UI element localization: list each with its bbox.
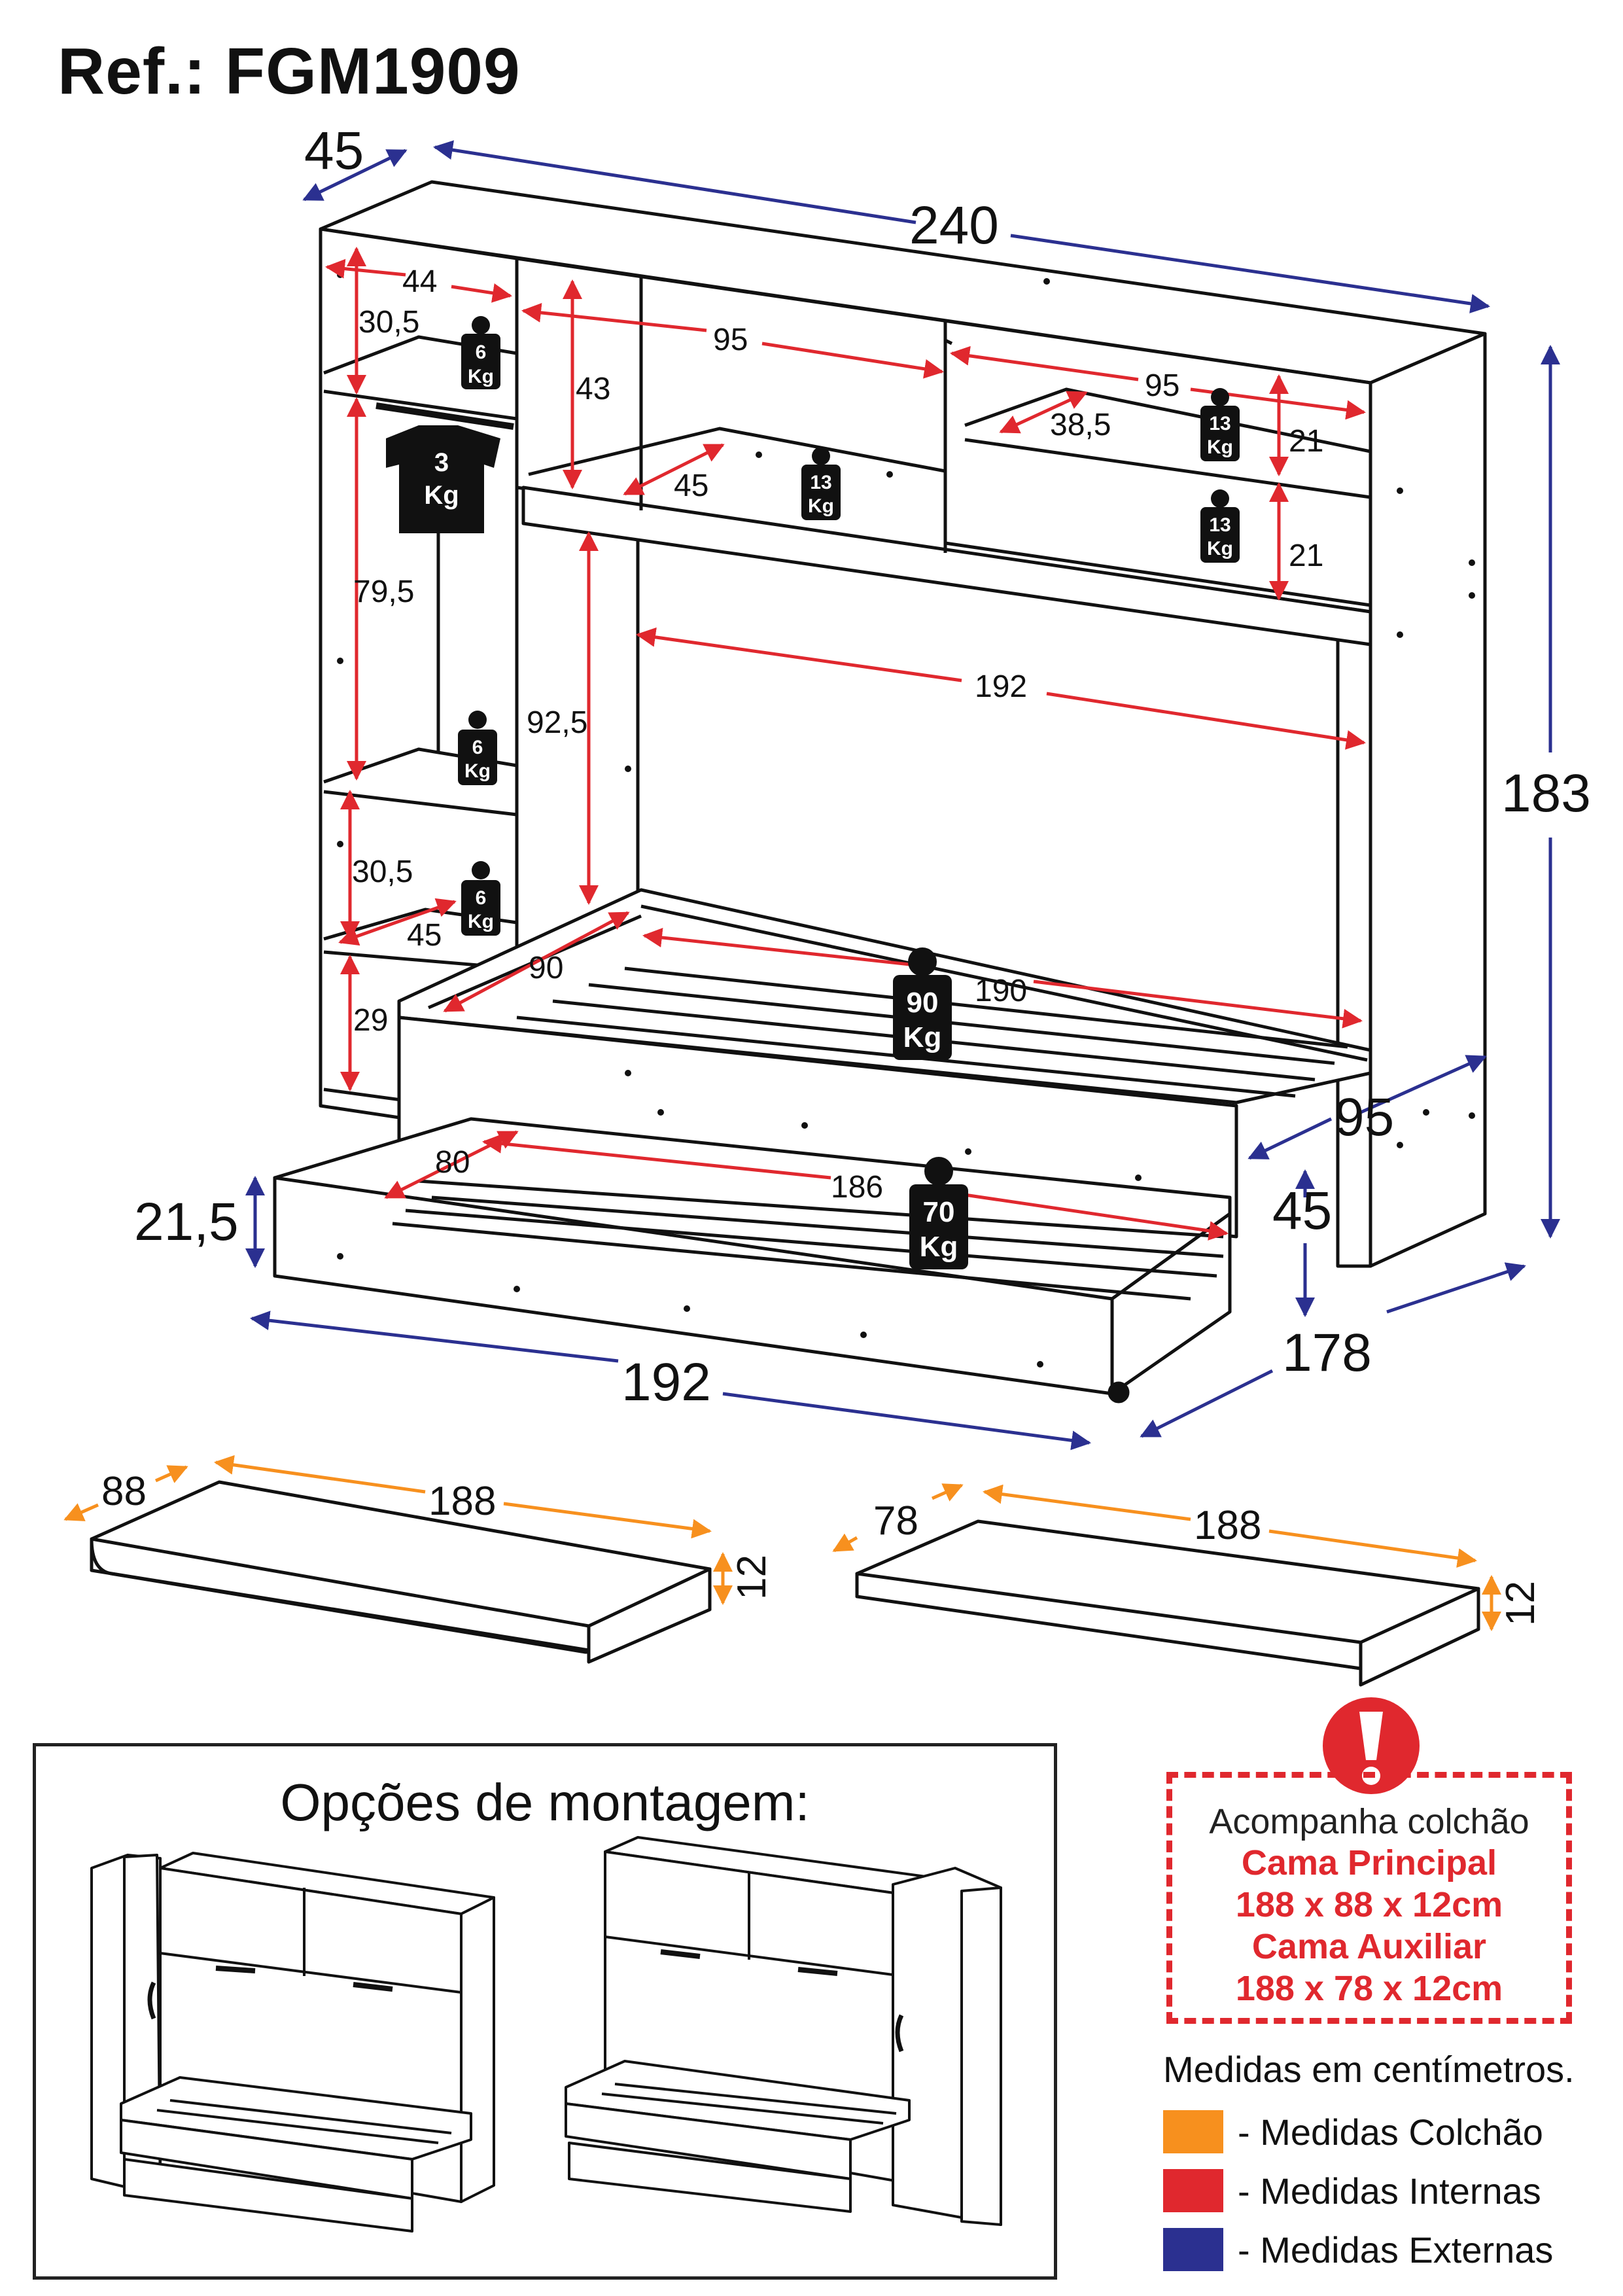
svg-text:Kg: Kg bbox=[468, 911, 494, 932]
legend-swatch-mattress bbox=[1163, 2110, 1223, 2153]
dimension-labels: 45 240 183 44 30,5 79,5 30,5 45 29 95 43… bbox=[134, 121, 1591, 1412]
dim-bed-aux-length: 186 bbox=[831, 1170, 883, 1205]
svg-text:Kg: Kg bbox=[1207, 436, 1233, 458]
dim-niche-right-depth: 38,5 bbox=[1050, 408, 1111, 442]
dim-niche-right-h1: 21 bbox=[1289, 424, 1323, 459]
notice-line-4: Cama Auxiliar bbox=[1251, 1927, 1487, 1966]
dim-closet-shelf-depth: 45 bbox=[407, 918, 442, 953]
notice-line-1: Acompanha colchão bbox=[1209, 1802, 1529, 1841]
warning-icon bbox=[1323, 1697, 1420, 1794]
dim-depth-top: 45 bbox=[304, 121, 364, 181]
dim-niche-right-h2: 21 bbox=[1289, 539, 1323, 573]
dim-bed-aux-width: 80 bbox=[435, 1145, 470, 1180]
dim-inner-opening-height: 92,5 bbox=[527, 705, 587, 740]
dim-closet-hanging: 79,5 bbox=[353, 574, 414, 609]
svg-text:Kg: Kg bbox=[903, 1021, 942, 1053]
legend-item-external: - Medidas Externas bbox=[1163, 2220, 1608, 2279]
legend-label-external: - Medidas Externas bbox=[1238, 2229, 1554, 2270]
weight-tag-top-left: 6Kg bbox=[461, 316, 500, 389]
mattress-notice: Acompanha colchão Cama Principal 188 x 8… bbox=[1166, 1772, 1572, 2024]
dim-mattress-aux-length: 188 bbox=[1194, 1503, 1261, 1548]
legend-item-mattress: - Medidas Colchão bbox=[1163, 2102, 1608, 2161]
dim-closet-shelf-mid: 30,5 bbox=[352, 855, 413, 889]
weight-tag-closet-low: 6Kg bbox=[461, 861, 500, 936]
notice-line-3: 188 x 88 x 12cm bbox=[1235, 1885, 1503, 1924]
legend-label-mattress: - Medidas Colchão bbox=[1238, 2111, 1543, 2153]
svg-text:Kg: Kg bbox=[464, 760, 491, 782]
mattress-main bbox=[90, 1480, 712, 1664]
dim-mattress-aux-width: 78 bbox=[873, 1498, 918, 1544]
dim-closet-shelf-top: 30,5 bbox=[358, 305, 419, 340]
svg-text:6: 6 bbox=[476, 342, 487, 363]
dim-width-total: 240 bbox=[909, 196, 999, 255]
dim-niche-left-width: 95 bbox=[713, 323, 748, 357]
svg-text:13: 13 bbox=[1209, 514, 1230, 536]
dim-bed-depth: 95 bbox=[1335, 1087, 1394, 1147]
svg-text:Kg: Kg bbox=[1207, 538, 1233, 559]
dim-mattress-main-width: 88 bbox=[101, 1469, 147, 1514]
assembly-options-title: Opções de montagem: bbox=[280, 1773, 810, 1831]
svg-text:70: 70 bbox=[923, 1196, 955, 1228]
svg-text:13: 13 bbox=[1209, 413, 1230, 434]
reference-title: Ref.: FGM1909 bbox=[58, 35, 521, 108]
dim-bed-height: 45 bbox=[1272, 1181, 1332, 1241]
dim-bed-main-width: 90 bbox=[529, 951, 563, 985]
dim-bed-main-length: 190 bbox=[975, 974, 1027, 1008]
dim-bed-aux-height: 21,5 bbox=[134, 1192, 239, 1252]
dim-mattress-main-length: 188 bbox=[428, 1479, 496, 1524]
dim-niche-right-width: 95 bbox=[1145, 368, 1179, 403]
legend-item-internal: - Medidas Internas bbox=[1163, 2161, 1608, 2220]
notice-line-5: 188 x 78 x 12cm bbox=[1235, 1969, 1503, 2008]
legend-title: Medidas em centímetros. bbox=[1163, 2049, 1575, 2090]
mattress-aux bbox=[855, 1519, 1480, 1687]
dim-inner-opening-width: 192 bbox=[975, 669, 1027, 704]
svg-text:Kg: Kg bbox=[468, 366, 494, 387]
svg-text:Kg: Kg bbox=[424, 481, 459, 510]
svg-text:3: 3 bbox=[434, 448, 449, 477]
dim-niche-left-height: 43 bbox=[576, 372, 610, 406]
dim-mattress-main-thick: 12 bbox=[729, 1555, 775, 1600]
legend-swatch-external bbox=[1163, 2228, 1223, 2271]
dim-bed-total-depth: 178 bbox=[1282, 1323, 1372, 1383]
mattress-dimension-lines bbox=[63, 1455, 1501, 1631]
dim-niche-left-depth: 45 bbox=[674, 468, 708, 503]
dim-height-total: 183 bbox=[1501, 764, 1591, 823]
dim-bed-aux-total-length: 192 bbox=[621, 1352, 711, 1412]
svg-text:6: 6 bbox=[476, 887, 487, 909]
dim-mattress-aux-thick: 12 bbox=[1498, 1581, 1543, 1626]
weight-tag-hanger: 3Kg bbox=[386, 425, 500, 533]
assembly-options-box: Opções de montagem: bbox=[33, 1743, 1057, 2280]
svg-text:90: 90 bbox=[907, 987, 939, 1019]
legend: Medidas em centímetros. - Medidas Colchã… bbox=[1163, 2048, 1608, 2279]
svg-text:13: 13 bbox=[810, 472, 831, 493]
dim-closet-bottom: 29 bbox=[353, 1003, 388, 1038]
assembly-option-right bbox=[565, 1836, 1002, 2226]
notice-line-2: Cama Principal bbox=[1241, 1843, 1497, 1882]
assembly-option-left bbox=[90, 1852, 495, 2233]
svg-text:Kg: Kg bbox=[920, 1231, 958, 1263]
legend-label-internal: - Medidas Internas bbox=[1238, 2170, 1541, 2212]
svg-text:Kg: Kg bbox=[808, 495, 834, 517]
svg-text:6: 6 bbox=[472, 737, 483, 758]
legend-swatch-internal bbox=[1163, 2169, 1223, 2212]
external-dimension-lines bbox=[245, 140, 1560, 1451]
mattress-labels: 88 188 12 78 188 12 bbox=[101, 1469, 1543, 1626]
dim-closet-inner-width: 44 bbox=[402, 264, 437, 299]
weight-tag-closet-mid: 6Kg bbox=[458, 711, 497, 785]
